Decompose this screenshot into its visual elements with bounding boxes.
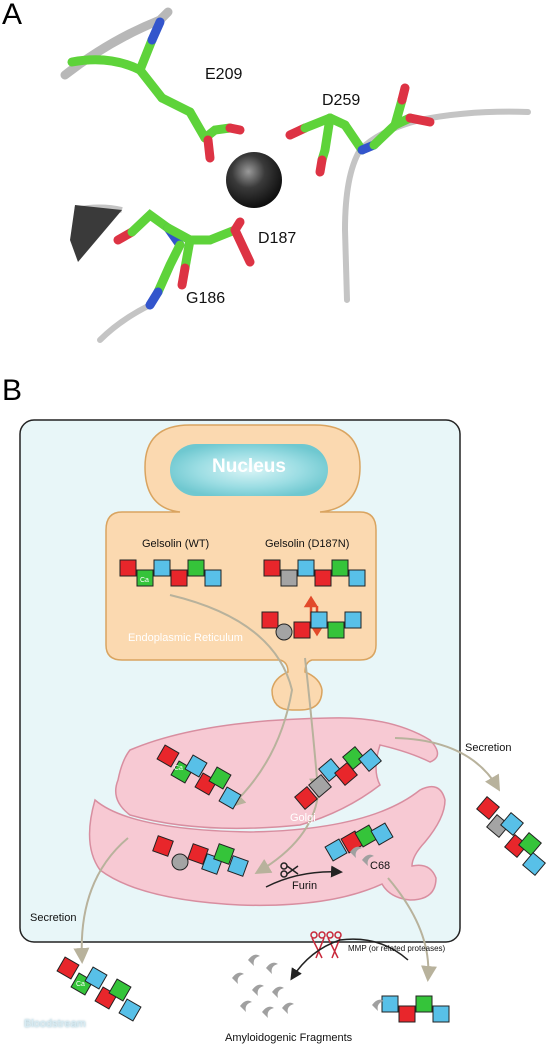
nucleus-label: Nucleus [212,456,286,477]
gelsolin-mutant-label: Gelsolin (D187N) [265,538,350,550]
golgi-c68-chain [324,822,394,862]
furin-label: Furin [292,880,318,892]
nucleus [170,444,328,496]
arrow-mutant-to-lower [254,794,319,875]
c68-fragment-chain [381,995,450,1023]
amyloid-fragments [232,846,384,1018]
c68-label: C68 [370,860,391,872]
residue-d259-sticks [285,83,435,177]
secreted-mutant-chain [476,796,546,876]
residue-label-d259: D259 [322,92,361,109]
residue-e209-sticks [67,17,245,163]
mmp-arc-arrow [290,938,409,981]
secretion-left-label: Secretion [30,912,77,924]
mmp-scissors-icon [310,931,342,959]
bloodstream-wt-chain [56,956,142,1022]
ca-marker-golgi: Ca [174,765,183,772]
secretion-right-label: Secretion [465,742,512,754]
arrow-mutant-to-golgi [304,657,325,794]
golgi-mutant-chain [294,746,382,810]
mmp-label: MMP (or related proteases) [348,944,446,953]
panel-b-label: B [2,374,23,407]
golgi-lower-chain [152,835,249,877]
residue-label-g186: G186 [186,290,226,307]
residue-label-d187: D187 [258,230,297,247]
panel-a-label: A [2,0,23,31]
backbone-ribbon [97,302,153,343]
backbone-ribbon [341,108,531,303]
ca-marker-blood: Ca [76,981,85,988]
mutant-misfolded-chain [261,611,362,641]
panel-a-structure [60,7,531,343]
metal-ion-sphere [226,152,282,208]
golgi-lower-cisterna [88,785,446,907]
trafficking-arrows [73,594,501,982]
gelsolin-wt-label: Gelsolin (WT) [142,538,210,550]
fragments-label: Amyloidogenic Fragments [225,1032,353,1044]
gelsolin-chains [56,559,546,1023]
residue-label-e209: E209 [205,66,243,83]
arrow-c68-out [387,877,437,982]
furin-arrow [265,865,343,888]
calcium-markers: Ca Ca Ca [76,577,183,988]
er-label: Endoplasmic Reticulum [128,632,243,644]
arrow-secretion-left [73,837,129,964]
arrow-wt-to-golgi [169,594,294,808]
bloodstream-label: Bloodstream [24,1018,86,1030]
panel-b-diagram: Ca Ca Ca [19,419,546,1023]
scissors-icon [280,862,299,878]
wt-chain [119,559,222,587]
golgi-wt-chain [156,744,242,810]
arrow-secretion-right [394,737,501,792]
ca-marker-er: Ca [140,577,149,584]
residue-d187-g186-sticks [113,209,255,310]
mutant-chain [263,559,366,587]
endoplasmic-reticulum [105,424,377,711]
beta-sheet-arrow [70,205,122,262]
golgi-label: Golgi [290,812,316,824]
